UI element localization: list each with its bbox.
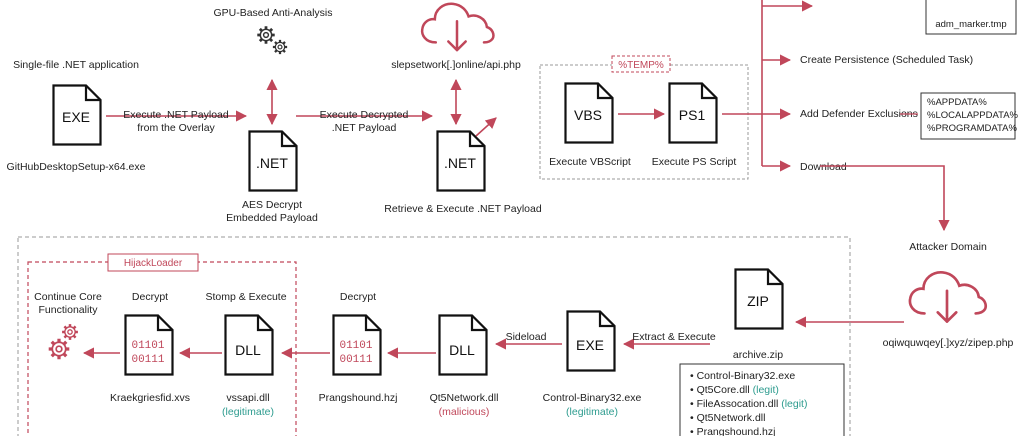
gpu-label: GPU-Based Anti-Analysis [213, 7, 332, 19]
hijackloader-tag [107, 253, 199, 272]
hijackloader-tag-text: HijackLoader [124, 258, 183, 269]
exe2-icon-text: EXE [576, 337, 604, 353]
zip-content-item: • Qt5Network.dll [690, 412, 765, 424]
bin2-file-name: Prangshound.hzj [319, 392, 398, 404]
attacker-cloud-download-icon [908, 270, 988, 323]
ps1-label: Execute PS Script [652, 156, 737, 168]
dll2-status: (malicious) [439, 406, 490, 418]
dll2-file-name: Qt5Network.dll [430, 392, 499, 404]
dll1-status: (legitimate) [222, 406, 274, 418]
defender-paths-box [920, 92, 1016, 140]
bullet-icon: • [690, 412, 697, 424]
bin2-line1: 01101 [339, 340, 372, 352]
zip-content-item: • FileAssocation.dll (legit) [690, 398, 807, 410]
zip-file-icon: ZIP [734, 268, 784, 330]
c2-url: slepsetwork[.]online/api.php [391, 59, 521, 71]
temp-folder-group [539, 64, 749, 180]
exe2-file-icon: EXE [566, 310, 616, 372]
zip-item-tag: (legit) [753, 384, 779, 396]
arrow2-label-line1: Execute Decrypted [320, 109, 409, 121]
dll1-file-icon: DLL [224, 314, 274, 376]
net2-icon-text: .NET [444, 155, 476, 171]
decrypt1-label: Decrypt [132, 291, 168, 303]
vbs-label: Execute VBScript [549, 156, 631, 168]
exe-bottom-label: GitHubDesktopSetup-x64.exe [7, 161, 146, 173]
dll2-icon-text: DLL [449, 342, 475, 358]
attacker-url: oqiwquwqey[.]xyz/zipep.php [883, 337, 1014, 349]
bottom-stage-group [17, 236, 851, 436]
arrow1-label-line1: Execute .NET Payload [123, 109, 229, 121]
bin2-file-icon: 01101 00111 [332, 314, 382, 376]
bin1-file-name: Kraekgriesfid.xvs [110, 392, 190, 404]
temp-tag [611, 55, 671, 73]
arrow-download-to-domain [820, 165, 950, 232]
net2-label: Retrieve & Execute .NET Payload [384, 203, 542, 215]
zip-item-name: Control-Binary32.exe [697, 370, 796, 382]
arrow1-label-line2: from the Overlay [137, 122, 215, 134]
net1-file-icon: .NET [248, 130, 298, 192]
bullet-icon: • [690, 370, 697, 382]
defender-path-programdata: %PROGRAMDATA% [927, 123, 1017, 134]
net1-icon-text: .NET [256, 155, 288, 171]
zip-file-name: archive.zip [733, 349, 783, 361]
bin1-file-icon: 01101 00111 [124, 314, 174, 376]
bin2-line2: 00111 [339, 354, 372, 366]
exe2-status: (legitimate) [566, 406, 618, 418]
exe-top-label: Single-file .NET application [13, 59, 139, 71]
zip-item-name: Prangshound.hzj [697, 426, 776, 436]
decrypt2-label: Decrypt [340, 291, 376, 303]
continue-label-line1: Continue Core [34, 291, 102, 303]
sideload-label: Sideload [506, 331, 547, 343]
extract-label: Extract & Execute [632, 331, 716, 343]
branch-download-label: Download [800, 161, 847, 173]
ps1-file-icon: PS1 [668, 82, 718, 144]
bullet-icon: • [690, 384, 697, 396]
marker-file-name: adm_marker.tmp [935, 19, 1006, 30]
marker-file-box [925, 0, 1017, 35]
defender-path-appdata: %APPDATA% [927, 97, 987, 108]
arrow2-label-line2: .NET Payload [332, 122, 397, 134]
exe2-file-name: Control-Binary32.exe [543, 392, 642, 404]
exe-file-icon: EXE [52, 84, 102, 146]
branch-persistence-label: Create Persistence (Scheduled Task) [800, 54, 973, 66]
net2-file-icon: .NET [436, 130, 486, 192]
exe-icon-text: EXE [62, 109, 90, 125]
bullet-icon: • [690, 426, 697, 436]
zip-item-name: FileAssocation.dll [697, 398, 782, 410]
zip-item-name: Qt5Core.dll [697, 384, 753, 396]
temp-tag-text: %TEMP% [618, 60, 664, 71]
zip-item-tag: (legit) [781, 398, 807, 410]
zip-icon-text: ZIP [747, 293, 769, 309]
zip-content-item: • Qt5Core.dll (legit) [690, 384, 779, 396]
stomp-label: Stomp & Execute [205, 291, 286, 303]
branch-defender-label: Add Defender Exclusions [800, 108, 918, 120]
bin1-line1: 01101 [131, 340, 164, 352]
zip-content-item: • Control-Binary32.exe [690, 370, 795, 382]
vbs-file-icon: VBS [564, 82, 614, 144]
dll1-icon-text: DLL [235, 342, 261, 358]
dll2-file-icon: DLL [438, 314, 488, 376]
bin1-line2: 00111 [131, 354, 164, 366]
c2-cloud-download-icon [420, 2, 495, 52]
vbs-icon-text: VBS [574, 107, 602, 123]
net1-label-line1: AES Decrypt [242, 199, 302, 211]
defender-path-localappdata: %LOCALAPPDATA% [927, 110, 1019, 121]
ps1-icon-text: PS1 [679, 107, 706, 123]
gear-icon [255, 24, 289, 56]
arrow-net2-to-temp [475, 117, 497, 137]
zip-content-item: • Prangshound.hzj [690, 426, 775, 436]
zip-item-name: Qt5Network.dll [697, 412, 766, 424]
core-gear-icon [47, 322, 80, 361]
zip-contents-box [679, 363, 845, 436]
dll1-file-name: vssapi.dll [226, 392, 269, 404]
zip-contents-list: • Control-Binary32.exe• Qt5Core.dll (leg… [690, 370, 807, 436]
net1-label-line2: Embedded Payload [226, 212, 318, 224]
attacker-domain-label: Attacker Domain [909, 241, 987, 253]
continue-label-line2: Functionality [39, 304, 99, 316]
bullet-icon: • [690, 398, 697, 410]
